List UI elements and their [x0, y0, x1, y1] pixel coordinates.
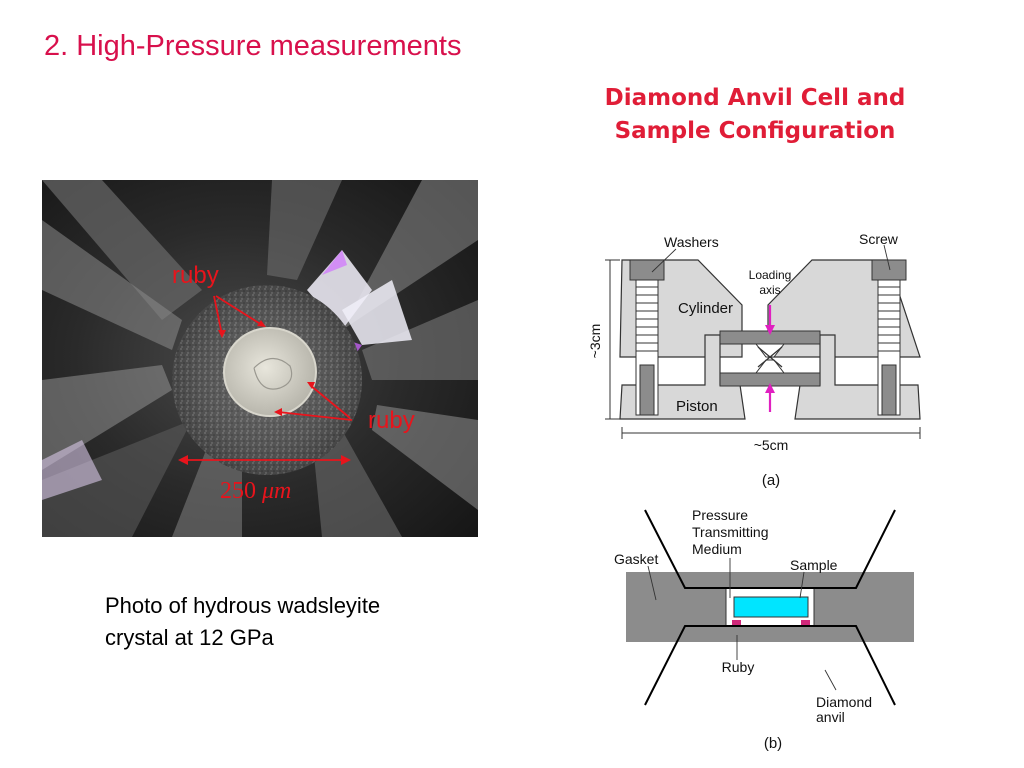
ptm-label-1: Pressure — [692, 507, 748, 523]
ptm-label-2: Transmitting — [692, 524, 769, 540]
ptm-label-3: Medium — [692, 541, 742, 557]
sample-configuration-diagram: Pressure Transmitting Medium Gasket Samp… — [614, 507, 914, 752]
photo-caption-line2: crystal at 12 GPa — [105, 625, 274, 650]
diamond-anvil-label-2: anvil — [816, 709, 845, 725]
ruby-label: Ruby — [722, 659, 755, 675]
photo-caption: Photo of hydrous wadsleyite crystal at 1… — [105, 590, 380, 654]
screw-label: Screw — [859, 231, 899, 247]
piston-label: Piston — [676, 398, 718, 415]
loading-axis-label-1: Loading — [749, 268, 792, 282]
sample-label: Sample — [790, 557, 838, 573]
dac-title-line1: Diamond Anvil Cell and — [604, 85, 906, 111]
diamond-anvil-label-1: Diamond — [816, 694, 872, 710]
scale-bar-label: 250 μm — [220, 478, 291, 504]
gasket-label: Gasket — [614, 551, 658, 567]
panel-a-label: (a) — [762, 472, 780, 489]
loading-axis-label-2: axis — [759, 283, 780, 297]
scale-bar-unit: μm — [261, 478, 291, 504]
scale-bar-value: 250 — [220, 478, 256, 504]
dac-section-title: Diamond Anvil Cell and Sample Configurat… — [560, 82, 950, 148]
photo-caption-line1: Photo of hydrous wadsleyite — [105, 593, 381, 618]
dac-cross-section-diagram: Washers Screw Loading axis Cylinder Pist… — [587, 231, 921, 489]
slide-title: 2. High-Pressure measurements — [44, 30, 462, 62]
cylinder-label: Cylinder — [678, 300, 733, 317]
width-dimension-label: ~5cm — [754, 437, 789, 453]
ruby-label-right: ruby — [368, 407, 415, 434]
washers-label: Washers — [664, 234, 719, 250]
panel-b-label: (b) — [764, 735, 782, 752]
ruby-label-top: ruby — [172, 262, 219, 289]
height-dimension-label: ~3cm — [587, 324, 603, 359]
crystal-photo: ruby ruby 250 μm — [42, 180, 478, 537]
dac-title-line2: Sample Configuration — [614, 118, 896, 144]
